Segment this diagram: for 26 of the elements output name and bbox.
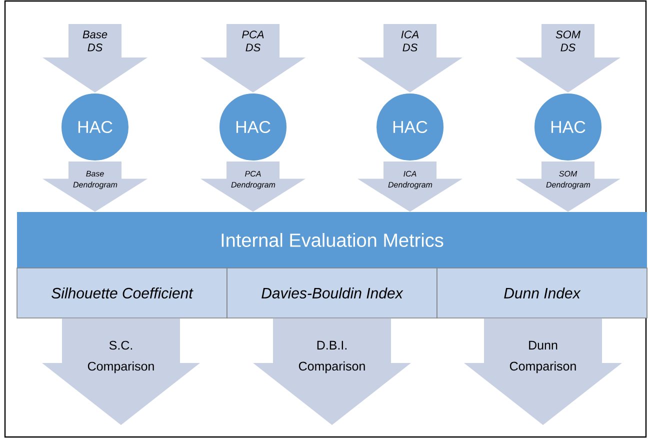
block-arrow — [42, 24, 148, 92]
block-arrow — [200, 24, 306, 92]
block-arrow — [42, 318, 200, 425]
block-arrow — [253, 318, 411, 425]
block-arrow — [358, 24, 462, 92]
block-arrow — [200, 162, 306, 212]
arrow-label: Base Dendrogram — [73, 170, 118, 190]
block-arrow — [516, 162, 620, 212]
arrow-label: ICA DS — [401, 30, 419, 52]
block-arrow — [358, 162, 462, 212]
metric-box: Davies-Bouldin Index — [226, 268, 438, 318]
arrow-label: SOM Dendrogram — [546, 170, 590, 190]
arrow-label: SOM DS — [556, 30, 581, 52]
arrow-label: D.B.I. Comparison — [298, 340, 365, 374]
block-arrow — [464, 318, 622, 425]
arrow-label: PCA Dendrogram — [231, 170, 276, 190]
banner: Internal Evaluation Metrics — [17, 212, 647, 268]
metric-box: Dunn Index — [436, 268, 648, 318]
metric-box: Silhouette Coefficient — [16, 268, 228, 318]
block-arrow — [42, 162, 148, 212]
arrow-label: Base DS — [82, 30, 108, 52]
arrow-label: PCA DS — [242, 30, 264, 52]
arrow-label: S.C. Comparison — [88, 340, 154, 374]
arrow-label: Dunn Comparison — [510, 340, 576, 374]
block-arrow — [516, 24, 620, 92]
arrow-label: ICA Dendrogram — [388, 170, 432, 190]
